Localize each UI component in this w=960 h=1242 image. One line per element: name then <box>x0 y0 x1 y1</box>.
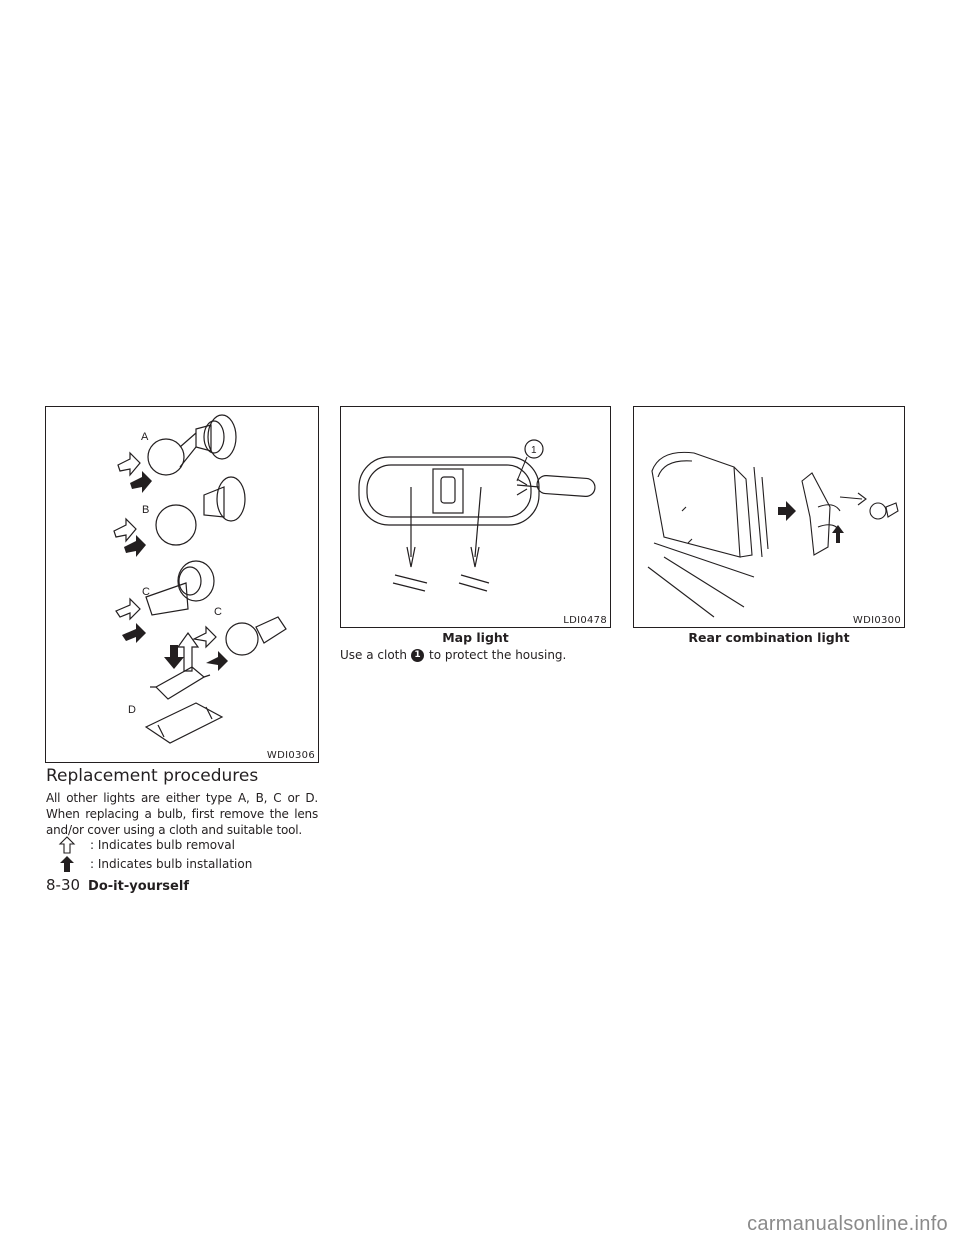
map-light-figure: 1 LDI0478 <box>340 406 611 628</box>
label-b: B <box>142 504 149 516</box>
watermark: carmanualsonline.info <box>747 1213 948 1235</box>
outline-arrow-up-icon <box>58 836 84 854</box>
label-d: D <box>128 704 136 716</box>
label-c-right: C <box>214 606 222 618</box>
callout-1-icon: 1 <box>410 648 424 662</box>
label-a: A <box>141 431 149 443</box>
rear-light-caption: Rear combination light <box>688 630 850 645</box>
figure-code: LDI0478 <box>563 615 607 626</box>
figure-code: WDI0300 <box>852 615 901 626</box>
solid-arrow-up-icon <box>58 855 84 873</box>
instruction-after: to protect the housing. <box>428 648 567 662</box>
section-heading: Replacement procedures <box>46 766 259 786</box>
section-paragraph: All other lights are either type A, B, C… <box>46 791 318 837</box>
bulb-types-illustration: A B C C D <box>113 414 287 744</box>
map-light-illustration: 1 <box>358 439 596 592</box>
instruction-before: Use a cloth <box>340 648 407 662</box>
label-c-left: C <box>142 586 150 598</box>
map-light-instruction: Use a cloth 1 to protect the housing. <box>340 648 566 662</box>
legend-removal: : Indicates bulb removal <box>58 836 235 854</box>
footer-section-title: Do-it-yourself <box>88 879 189 894</box>
legend-removal-text: : Indicates bulb removal <box>90 838 235 852</box>
figure-code: WDI0306 <box>266 750 315 761</box>
page-number: 8-30 <box>46 876 81 894</box>
map-light-caption: Map light <box>442 630 509 645</box>
legend-installation: : Indicates bulb installation <box>58 855 252 873</box>
page-footer: 8-30 Do-it-yourself <box>46 876 189 894</box>
rear-combination-light-figure: WDI0300 <box>633 406 905 628</box>
bulb-types-figure: A B C C D WDI0306 <box>45 406 319 763</box>
map-callout-1: 1 <box>531 445 537 456</box>
rear-light-illustration <box>647 451 899 618</box>
legend-installation-text: : Indicates bulb installation <box>90 857 253 871</box>
